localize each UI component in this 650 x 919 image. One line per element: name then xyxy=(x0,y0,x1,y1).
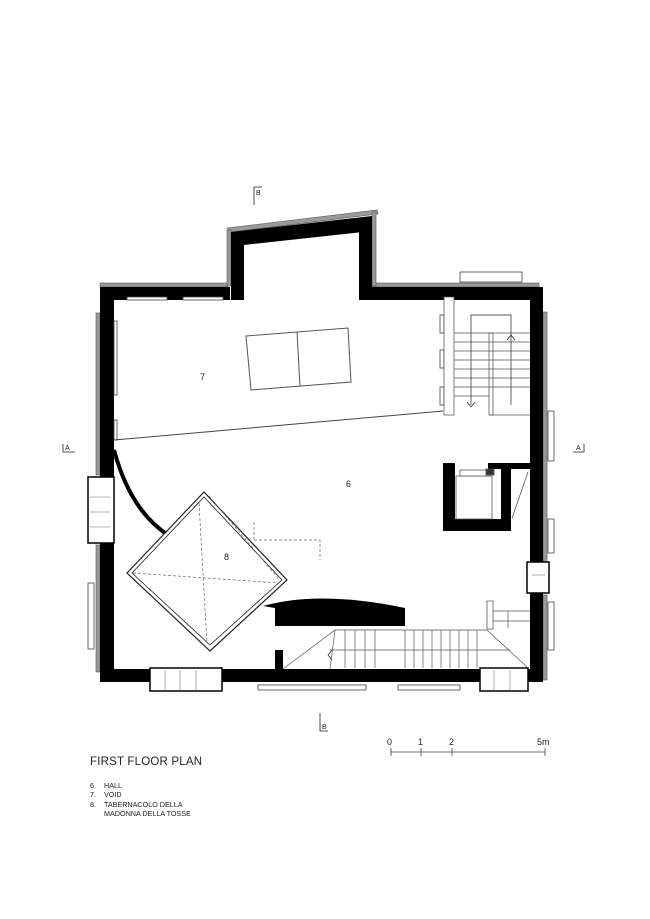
window-sills xyxy=(87,271,555,691)
legend-item: MADONNA DELLA TOSSE xyxy=(104,809,191,819)
drawing-title: FIRST FLOOR PLAN xyxy=(90,756,203,768)
room-legend: 6. HALL 7. VOID 8. TABERNACOLO DELLA MAD… xyxy=(90,781,191,819)
scale-tick-5m: 5m xyxy=(537,737,550,747)
room-label-8: 8 xyxy=(224,552,229,562)
scale-bar xyxy=(390,748,546,756)
stair-south xyxy=(282,600,530,670)
svg-text:B: B xyxy=(322,724,327,731)
legend-item: 8. TABERNACOLO DELLA xyxy=(90,799,183,809)
curved-hall-wall xyxy=(112,449,405,626)
svg-text:A: A xyxy=(576,445,581,452)
scale-tick-1: 1 xyxy=(418,737,424,747)
void-edge-line xyxy=(113,410,444,441)
section-marker-a-left: A xyxy=(62,444,75,453)
scale-tick-0: 0 xyxy=(387,737,393,747)
room-label-6: 6 xyxy=(346,479,351,489)
tabernacle-structure xyxy=(126,491,321,652)
svg-text:B: B xyxy=(256,190,261,197)
scale-bar-labels: 0 1 2 5m xyxy=(384,737,564,749)
door-openings xyxy=(87,476,550,692)
window-reveals xyxy=(113,296,445,441)
section-marker-b-bottom: B xyxy=(319,713,328,732)
section-marker-b-top: B xyxy=(253,186,262,205)
room-label-7: 7 xyxy=(200,372,205,382)
lift-car xyxy=(455,468,529,520)
door-grid-lines xyxy=(90,496,545,690)
legend-item: 6. HALL xyxy=(90,781,122,790)
scale-tick-2: 2 xyxy=(449,737,455,747)
svg-text:A: A xyxy=(65,445,70,452)
void-skylight xyxy=(245,327,352,391)
legend-item: 7. VOID xyxy=(90,790,122,800)
section-marker-a-right: A xyxy=(573,444,585,453)
stair-north xyxy=(443,296,530,416)
